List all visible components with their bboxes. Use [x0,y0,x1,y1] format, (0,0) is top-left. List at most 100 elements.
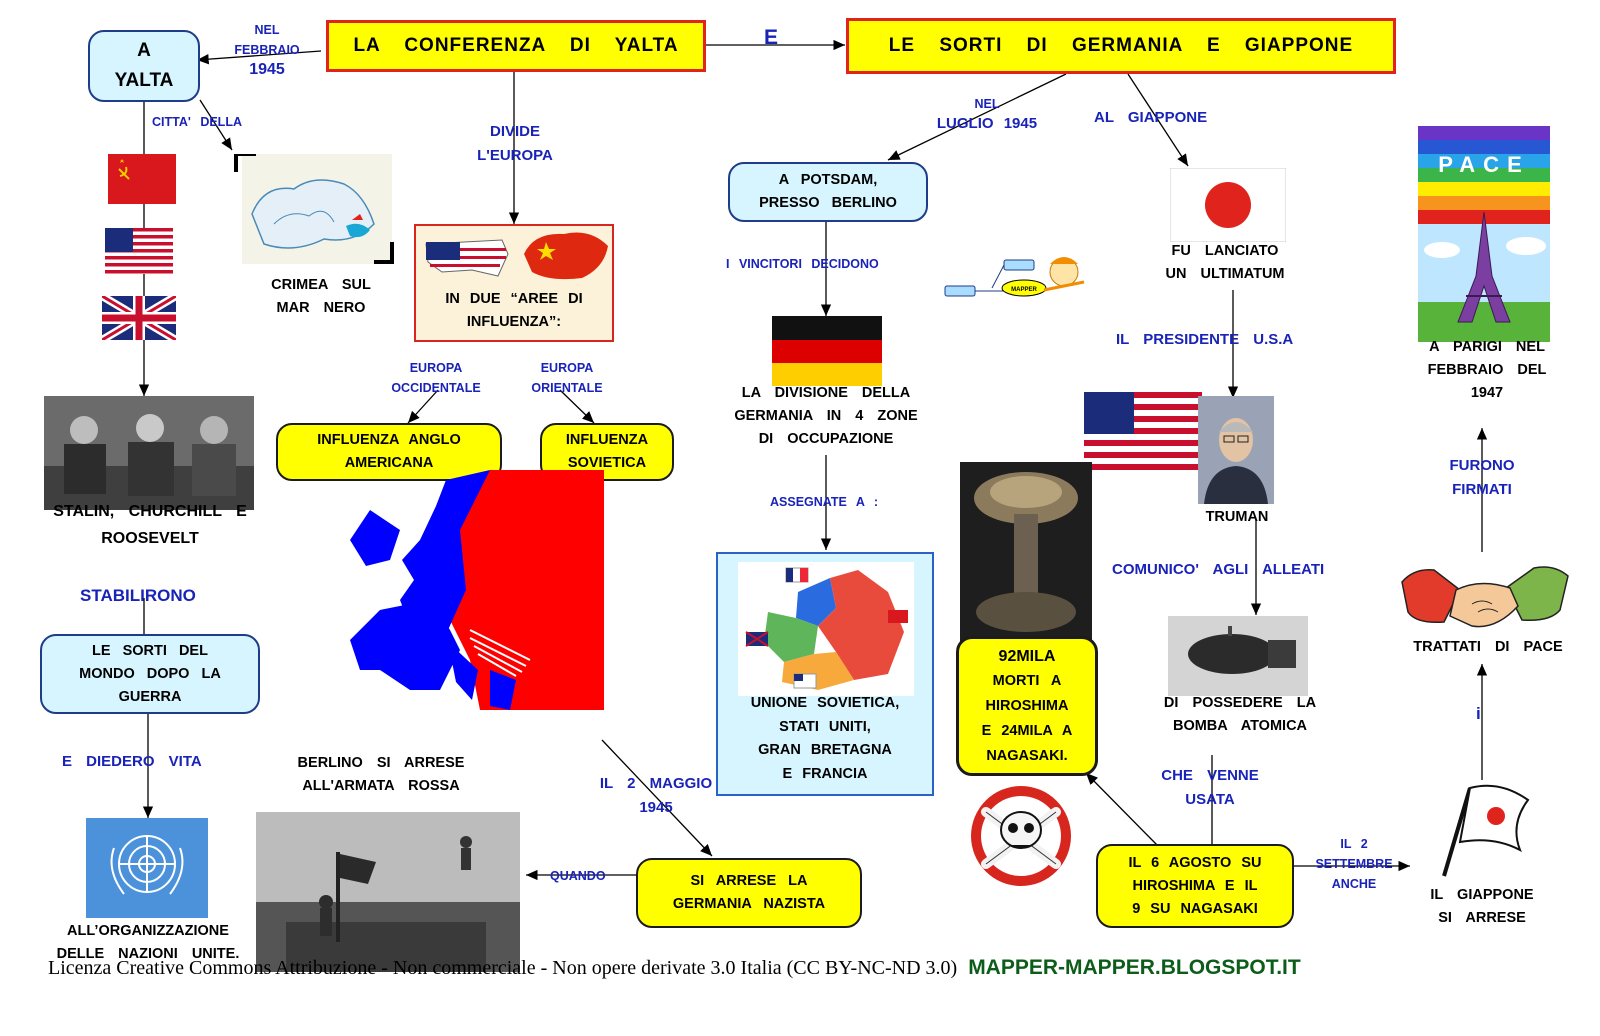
maggio-line2: 1945 [639,799,673,816]
parigi-line1: A PARIGI NEL [1429,339,1545,355]
pace-eiffel-icon: PACE [1418,126,1550,342]
morti-line2: MORTI A [992,672,1062,689]
settembre-line3: ANCHE [1331,877,1377,891]
ultimatum-line2: UN ULTIMATUM [1165,266,1285,282]
label-europa-orientale: EUROPA ORIENTALE [522,358,612,398]
china-map-flag-icon [524,232,608,280]
bomba-line1: DI POSSEDERE LA [1163,695,1317,711]
giappone-arrese-caption: IL GIAPPONE SI ARRESE [1412,884,1552,930]
sorti-mondo-box: LE SORTI DEL MONDO DOPO LA GUERRA [40,634,260,714]
mushroom-cloud-photo [960,462,1092,642]
mapper-mascot-icon: MAPPER [944,257,1085,297]
nel-text: NEL [254,23,280,37]
trattati-caption: TRATTATI DI PACE [1413,639,1563,655]
crimea-line2: MAR NERO [276,300,366,316]
luglio-line2: LUGLIO 1945 [936,115,1038,132]
handshake-icon [1401,566,1569,628]
yalta-box-line2: YALTA [114,70,174,91]
agosto-line1: IL 6 AGOSTO SU [1128,854,1262,871]
ultimatum-caption: FU LANCIATO UN ULTIMATUM [1150,240,1300,286]
uk-flag-icon [102,296,176,340]
agosto-line2: HIROSHIMA E IL [1132,877,1258,894]
europe-division-map [350,470,604,710]
divisione-line2: GERMANIA IN 4 ZONE [734,408,918,424]
divide-line2: L'EUROPA [477,147,553,164]
mapper-label: MAPPER [1011,287,1037,293]
license-text: Licenza Creative Commons Attribuzione - … [48,957,958,979]
morti-line4: E 24MILA A [981,722,1073,739]
onu-caption: ALL’ORGANIZZAZIONE DELLE NAZIONI UNITE. [38,920,258,966]
bomba-line2: BOMBA ATOMICA [1172,718,1308,734]
footer-license: Licenza Creative Commons Attribuzione - … [48,956,1301,980]
resa-line1: SI ARRESE LA [690,873,808,889]
divisione-line1: LA DIVISIONE DELLA [741,385,911,401]
crimea-caption: CRIMEA SUL MAR NERO [256,274,386,320]
allies-line3: GRAN BRETAGNA [758,742,892,758]
ultimatum-line1: FU LANCIATO [1171,243,1279,259]
firmati-line1: FURONO [1449,457,1515,474]
firmati-line2: FIRMATI [1452,481,1512,498]
sov-line2: SOVIETICA [567,455,647,471]
allies-line2: STATI UNITI, [779,718,871,735]
connector-e: E [764,26,779,49]
crimea-map-icon [234,154,394,264]
reichstag-flag-photo [256,812,520,972]
sov-line1: INFLUENZA [565,432,649,448]
ussr-flag-icon [108,154,176,204]
pace-word: PACE [1438,152,1530,177]
aree-influenza-box: IN DUE “AREE DI INFLUENZA”: [414,224,614,342]
onu-line1: ALL’ORGANIZZAZIONE [67,923,229,939]
label-vincitori-decidono: I VINCITORI DECIDONO [726,257,879,271]
aree-line1: IN DUE “AREE DI [445,291,583,307]
parigi-caption: A PARIGI NEL FEBBRAIO DEL 1947 [1412,336,1562,405]
label-stabilirono: STABILIRONO [80,586,196,605]
ori-line1: EUROPA [540,361,594,375]
agosto-line3: 9 SU NAGASAKI [1132,900,1258,917]
berlino-line1: BERLINO SI ARRESE [297,755,465,771]
label-nel-febbraio: NEL FEBBRAIO 1945 [222,20,312,80]
anglo-line2: AMERICANA [344,455,434,471]
leaders-line1: STALIN, CHURCHILL E [53,503,247,520]
vittime-box: 92MILA MORTI A HIROSHIMA E 24MILA A NAGA… [956,636,1098,776]
usata-line1: CHE VENNE [1161,767,1259,784]
label-divide-europa: DIVIDE L'EUROPA [470,120,560,168]
potsdam-line2: PRESSO BERLINO [759,195,897,211]
un-emblem-icon [86,818,208,918]
label-2-maggio: IL 2 MAGGIO 1945 [596,772,716,820]
title-sorti: LE SORTI DI GERMANIA E GIAPPONE [888,35,1354,56]
title-box-sorti: LE SORTI DI GERMANIA E GIAPPONE [846,18,1396,74]
label-presidente-usa: IL PRESIDENTE U.S.A [1116,331,1294,348]
arrese-line1: IL GIAPPONE [1430,887,1534,903]
divisione-line3: DI OCCUPAZIONE [758,431,894,447]
agosto-bombing-box: IL 6 AGOSTO SU HIROSHIMA E IL 9 SU NAGAS… [1096,844,1294,928]
label-citta-della: CITTA' DELLA [152,115,242,129]
divide-line1: DIVIDE [489,123,540,140]
zone-occupazione-box: UNIONE SOVIETICA, STATI UNITI, GRAN BRET… [716,552,934,796]
year-1945-text: 1945 [249,61,285,78]
arrese-line2: SI ARRESE [1438,910,1526,926]
label-al-giappone: AL GIAPPONE [1094,109,1208,126]
occ-line1: EUROPA [409,361,463,375]
morti-line3: HIROSHIMA [985,697,1069,714]
site-link[interactable]: MAPPER-MAPPER.BLOGSPOT.IT [968,956,1301,979]
truman-caption: TRUMAN [1205,509,1269,525]
berlino-caption: BERLINO SI ARRESE ALL'ARMATA ROSSA [296,752,466,798]
label-assegnate: ASSEGNATE A : [770,495,879,509]
allies-line1: UNIONE SOVIETICA, [750,695,900,711]
atomic-bomb-photo [1168,616,1308,696]
title-conferenza: LA CONFERENZA DI YALTA [353,35,679,56]
label-i: i [1476,704,1481,723]
label-furono-firmati: FURONO FIRMATI [1440,454,1524,502]
parigi-line2: FEBBRAIO DEL [1427,362,1547,378]
usa-flag-icon [105,228,173,274]
ori-line2: ORIENTALE [531,381,603,395]
skull-crossbones-icon [971,786,1071,886]
febbraio-text: FEBBRAIO [234,43,300,57]
sorti-line1: LE SORTI DEL [92,642,208,659]
usa-map-flag-icon [425,239,509,277]
allies-line4: E FRANCIA [782,765,868,782]
maggio-line1: IL 2 MAGGIO [599,775,713,792]
sorti-line3: GUERRA [118,688,182,705]
settembre-line1: IL 2 [1340,837,1368,851]
